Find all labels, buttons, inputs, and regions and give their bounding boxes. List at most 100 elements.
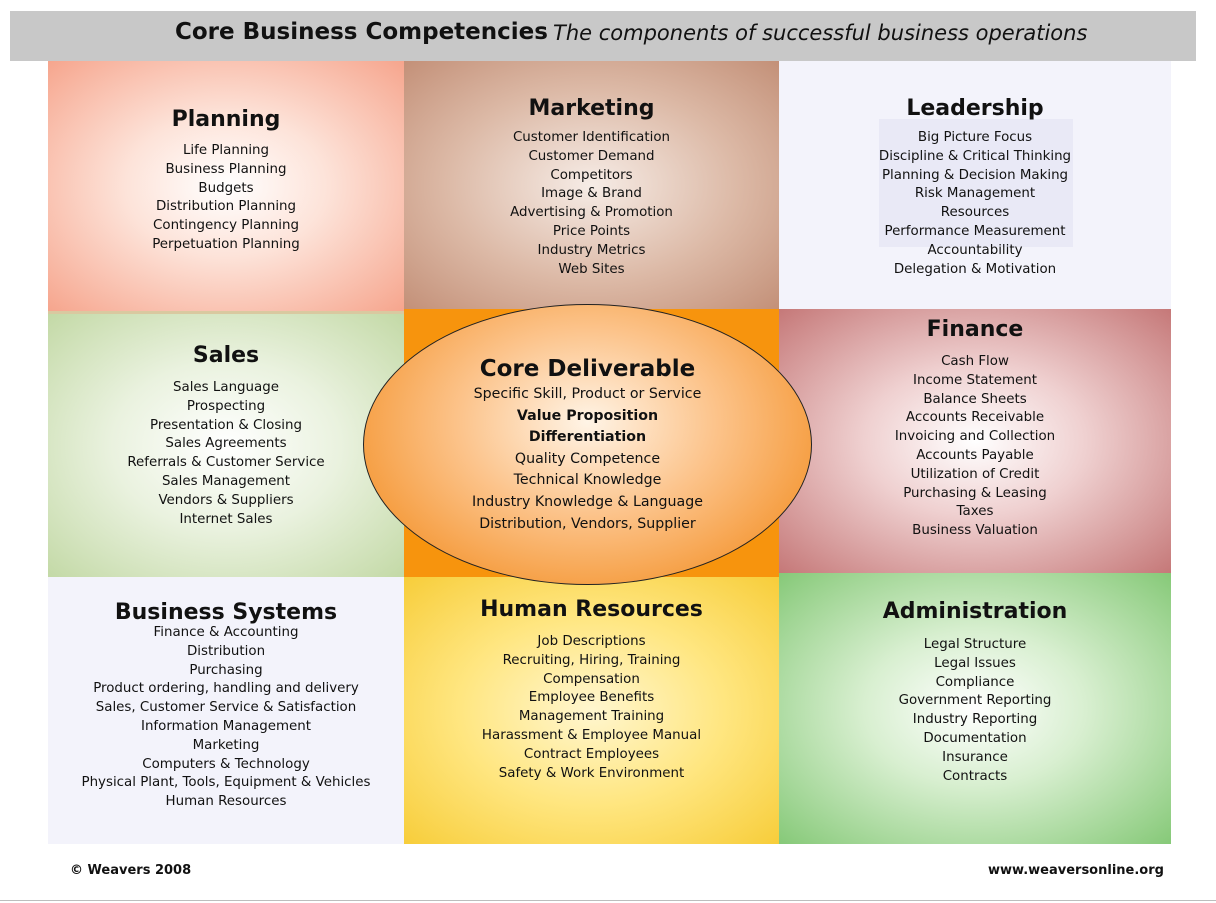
list-item: Image & Brand	[541, 186, 642, 202]
list-item: Safety & Work Environment	[498, 765, 685, 781]
leadership-highlight	[879, 119, 1073, 247]
copyright-text: © Weavers 2008	[70, 863, 192, 878]
list-item: Purchasing	[189, 662, 263, 678]
list-item: Compensation	[543, 671, 640, 687]
list-item: Taxes	[956, 504, 994, 520]
list-item: Sales Agreements	[165, 436, 287, 452]
core-deliverable-ellipse: Core Deliverable Specific Skill, Product…	[363, 304, 812, 585]
leadership-title: Leadership	[906, 96, 1044, 121]
list-item: Technical Knowledge	[513, 472, 662, 489]
diagram-subtitle: The components of successful business op…	[553, 21, 1088, 45]
list-item: Compliance	[935, 674, 1015, 690]
list-item: Finance & Accounting	[153, 625, 299, 640]
list-item: Competitors	[550, 167, 633, 183]
list-item: Sales Management	[161, 473, 291, 489]
list-item: Accounts Payable	[916, 447, 1034, 463]
human-resources-title: Human Resources	[480, 597, 703, 622]
list-item: Sales Language	[173, 380, 279, 395]
list-item: Distribution	[186, 643, 266, 659]
list-item: Government Reporting	[898, 693, 1052, 709]
list-item: Product ordering, handling and delivery	[93, 681, 359, 697]
list-item: Distribution Planning	[155, 199, 297, 215]
list-item: Performance Measurement	[884, 223, 1066, 239]
list-item: Vendors & Suppliers	[158, 492, 294, 508]
list-item: Internet Sales	[179, 511, 273, 527]
list-item: Delegation & Motivation	[893, 261, 1057, 277]
list-item: Documentation	[923, 730, 1027, 746]
list-item: Legal Issues	[934, 655, 1016, 671]
list-item: Differentiation	[528, 429, 647, 446]
list-item: Legal Structure	[923, 637, 1027, 652]
list-item: Specific Skill, Product or Service	[473, 386, 702, 402]
list-item: Contract Employees	[523, 746, 660, 762]
finance-title: Finance	[926, 317, 1024, 342]
list-item: Computers & Technology	[142, 756, 310, 772]
list-item: Referrals & Customer Service	[127, 455, 325, 471]
list-item: Big Picture Focus	[917, 130, 1033, 145]
list-item: Budgets	[198, 180, 254, 196]
list-item: Marketing	[192, 737, 260, 753]
list-item: Purchasing & Leasing	[903, 485, 1047, 501]
list-item: Industry Knowledge & Language	[472, 493, 703, 510]
list-item: Accountability	[927, 242, 1023, 258]
list-item: Utilization of Credit	[910, 466, 1040, 482]
list-item: Invoicing and Collection	[894, 429, 1056, 445]
list-item: Web Sites	[558, 261, 625, 277]
list-item: Information Management	[141, 718, 311, 734]
list-item: Planning & Decision Making	[881, 167, 1069, 183]
website-link[interactable]: www.weaversonline.org	[988, 863, 1164, 878]
list-item: Harassment & Employee Manual	[481, 727, 702, 743]
list-item: Sales, Customer Service & Satisfaction	[95, 700, 357, 716]
list-item: Income Statement	[913, 372, 1037, 388]
list-item: Physical Plant, Tools, Equipment & Vehic…	[81, 775, 371, 791]
list-item: Contracts	[942, 768, 1008, 784]
list-item: Job Descriptions	[537, 634, 646, 649]
list-item: Quality Competence	[514, 450, 661, 467]
administration-title: Administration	[882, 599, 1068, 624]
list-item: Contingency Planning	[153, 218, 299, 234]
header-bar: Core Business Competencies The component…	[10, 11, 1196, 61]
list-item: Perpetuation Planning	[152, 236, 300, 252]
list-item: Discipline & Critical Thinking	[878, 148, 1072, 164]
sales-title: Sales	[192, 343, 260, 368]
business-systems-title: Business Systems	[114, 600, 338, 625]
list-item: Balance Sheets	[923, 391, 1027, 407]
list-item: Insurance	[942, 749, 1008, 765]
list-item: Industry Metrics	[537, 242, 646, 258]
list-item: Business Planning	[165, 161, 287, 177]
list-item: Prospecting	[186, 398, 266, 414]
list-item: Price Points	[552, 223, 631, 239]
list-item: Recruiting, Hiring, Training	[502, 652, 681, 668]
list-item: Management Training	[518, 709, 665, 725]
list-item: Value Proposition	[516, 407, 659, 424]
list-item: Distribution, Vendors, Supplier	[479, 515, 696, 532]
bottom-divider	[0, 900, 1216, 901]
list-item: Industry Reporting	[912, 712, 1038, 728]
marketing-title: Marketing	[528, 96, 655, 121]
list-item: Customer Identification	[512, 130, 671, 145]
core-deliverable-title: Core Deliverable	[479, 356, 696, 382]
planning-title: Planning	[171, 107, 281, 132]
list-item: Employee Benefits	[528, 690, 655, 706]
list-item: Presentation & Closing	[150, 417, 302, 433]
diagram-title: Core Business Competencies	[175, 19, 548, 45]
list-item: Cash Flow	[941, 354, 1009, 369]
list-item: Customer Demand	[528, 148, 655, 164]
list-item: Resources	[940, 205, 1010, 221]
